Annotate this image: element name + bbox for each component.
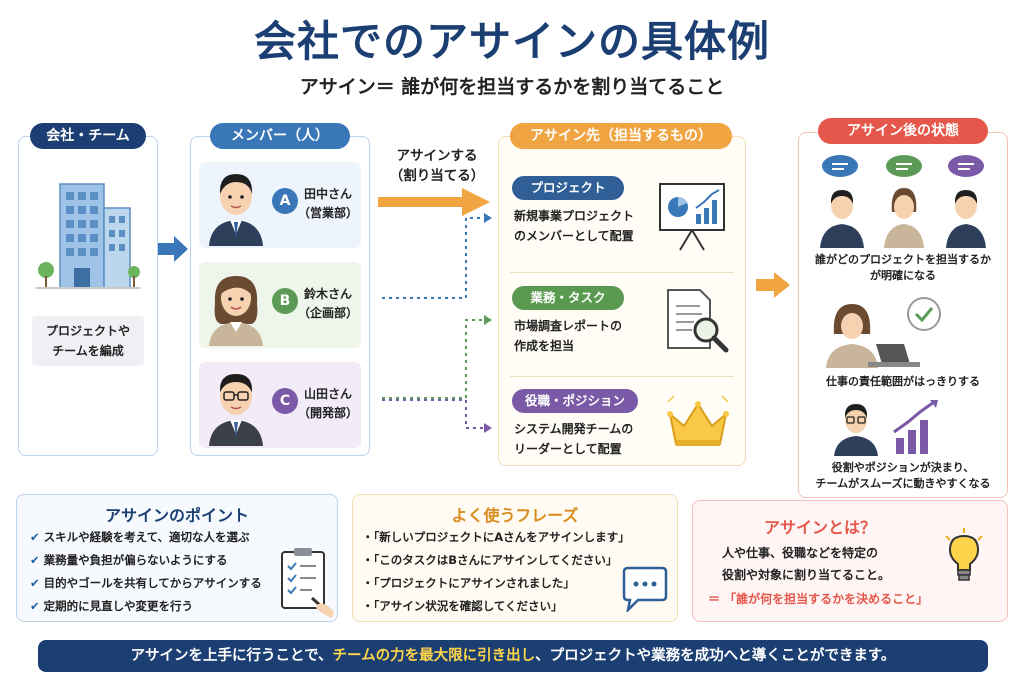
assign-desc-project-2: のメンバーとして配置 — [514, 229, 634, 243]
points-item: ✔目的やゴールを共有してからアサインする — [30, 576, 262, 590]
team-discussion-icon — [820, 155, 986, 248]
footer-text-2: 、プロジェクトや業務を成功へと導くことができます。 — [535, 648, 896, 664]
points-list: ✔スキルや経験を考えて、適切な人を選ぶ ✔業務量や負担が偏らないようにする ✔目… — [30, 526, 262, 618]
company-label: 会社・チーム — [30, 123, 146, 149]
check-icon: ✔ — [30, 530, 40, 544]
lightbulb-icon — [945, 528, 983, 581]
member-name-a: 田中さん — [304, 187, 353, 201]
arrow-right-icon — [158, 236, 188, 262]
connector-lines — [378, 188, 492, 433]
presentation-board-icon — [659, 183, 725, 251]
footer-text-1: アサインを上手に行うことで、 — [130, 648, 333, 664]
phrase-item: ・「アサイン状況を確認してください」 — [362, 599, 563, 613]
definition-title: アサインとは？ — [763, 518, 876, 537]
after-text-3b: チームがスムーズに動きやすくなる — [815, 477, 991, 490]
after-text-3a: 役割やポジションが決まり、 — [831, 461, 975, 474]
after-text-2: 仕事の責任範囲がはっきりする — [826, 375, 980, 388]
assign-desc-position-2: リーダーとして配置 — [514, 442, 622, 456]
points-item: ✔スキルや経験を考えて、適切な人を選ぶ — [30, 530, 250, 544]
members-label: メンバー（人） — [210, 123, 350, 149]
phrase-item: ・「新しいプロジェクトにAさんをアサインします」 — [362, 530, 630, 544]
assign-tag-project: プロジェクト — [512, 176, 624, 200]
points-item: ✔定期的に見直しや変更を行う — [30, 599, 194, 613]
person-laptop-icon — [826, 297, 941, 368]
clipboard-icon — [281, 548, 334, 618]
member-badge-b: B — [272, 288, 298, 314]
report-magnifier-icon — [667, 289, 729, 353]
check-icon: ✔ — [30, 576, 40, 590]
phrase-item: ・「プロジェクトにアサインされました」 — [362, 576, 575, 590]
member-badge-a: A — [272, 188, 298, 214]
arrow-right-icon — [756, 272, 790, 298]
definition-line3: ＝ 「誰が何を担当するかを決めること」 — [708, 592, 929, 606]
after-text-1a: 誰がどのプロジェクトを担当するか — [815, 253, 991, 266]
speech-bubble-icon — [622, 566, 668, 612]
check-icon: ✔ — [30, 553, 40, 567]
phrases-panel — [352, 494, 678, 622]
member-dept-b: （企画部） — [298, 306, 359, 320]
assign-desc-project-1: 新規事業プロジェクト — [514, 209, 635, 223]
definition-line2: 役割や対象に割り当てること。 — [722, 568, 891, 582]
member-name-c: 山田さん — [304, 387, 353, 401]
footer-highlight: チームの力を最大限に引き出し — [332, 648, 536, 664]
assign-desc-task-1: 市場調査レポートの — [514, 319, 623, 333]
assign-separator — [510, 376, 734, 377]
points-title: アサインのポイント — [104, 506, 249, 525]
page-subtitle: アサイン＝ 誰が何を担当するかを割り当てること — [299, 76, 725, 98]
check-icon: ✔ — [30, 599, 40, 613]
building-icon — [36, 183, 140, 289]
assign-label: アサイン先（担当するもの） — [510, 123, 732, 149]
assign-arrow-line1: アサインする — [396, 148, 478, 164]
company-caption-line1: プロジェクトや — [45, 324, 130, 338]
points-item: ✔業務量や負担が偏らないようにする — [30, 553, 228, 567]
member-badge-c: C — [272, 388, 298, 414]
page-title: 会社でのアサインの具体例 — [253, 17, 770, 66]
after-text-1b: が明確になる — [870, 269, 936, 282]
person-icon — [209, 374, 263, 446]
company-caption-line2: チームを編成 — [52, 344, 124, 358]
footer-banner: アサインを上手に行うことで、チームの力を最大限に引き出し、プロジェクトや業務を成… — [38, 640, 988, 672]
member-name-b: 鈴木さん — [304, 287, 353, 301]
assign-desc-task-2: 作成を担当 — [514, 339, 575, 353]
after-label: アサイン後の状態 — [818, 118, 988, 144]
assign-arrow-line2: （割り当てる） — [389, 168, 485, 184]
company-caption: プロジェクトや チームを編成 — [32, 316, 144, 366]
person-icon — [209, 276, 263, 346]
person-icon — [209, 174, 263, 246]
assign-tag-task: 業務・タスク — [512, 286, 624, 310]
definition-line1: 人や仕事、役職などを特定の — [722, 546, 879, 560]
phrase-item: ・「このタスクはBさんにアサインしてください」 — [362, 553, 618, 567]
phrases-list: ・「新しいプロジェクトにAさんをアサインします」 ・「このタスクはBさんにアサイ… — [362, 526, 630, 618]
member-dept-a: （営業部） — [298, 206, 359, 220]
assign-separator — [510, 272, 734, 273]
crown-icon — [667, 395, 729, 446]
assign-desc-position-1: システム開発チームの — [514, 422, 634, 436]
phrases-title: よく使うフレーズ — [451, 506, 579, 525]
person-growth-chart-icon — [834, 400, 938, 456]
assign-tag-position: 役職・ポジション — [512, 389, 638, 413]
member-dept-c: （開発部） — [298, 406, 359, 420]
assign-arrow-label: アサインする （割り当てる） — [382, 146, 492, 186]
